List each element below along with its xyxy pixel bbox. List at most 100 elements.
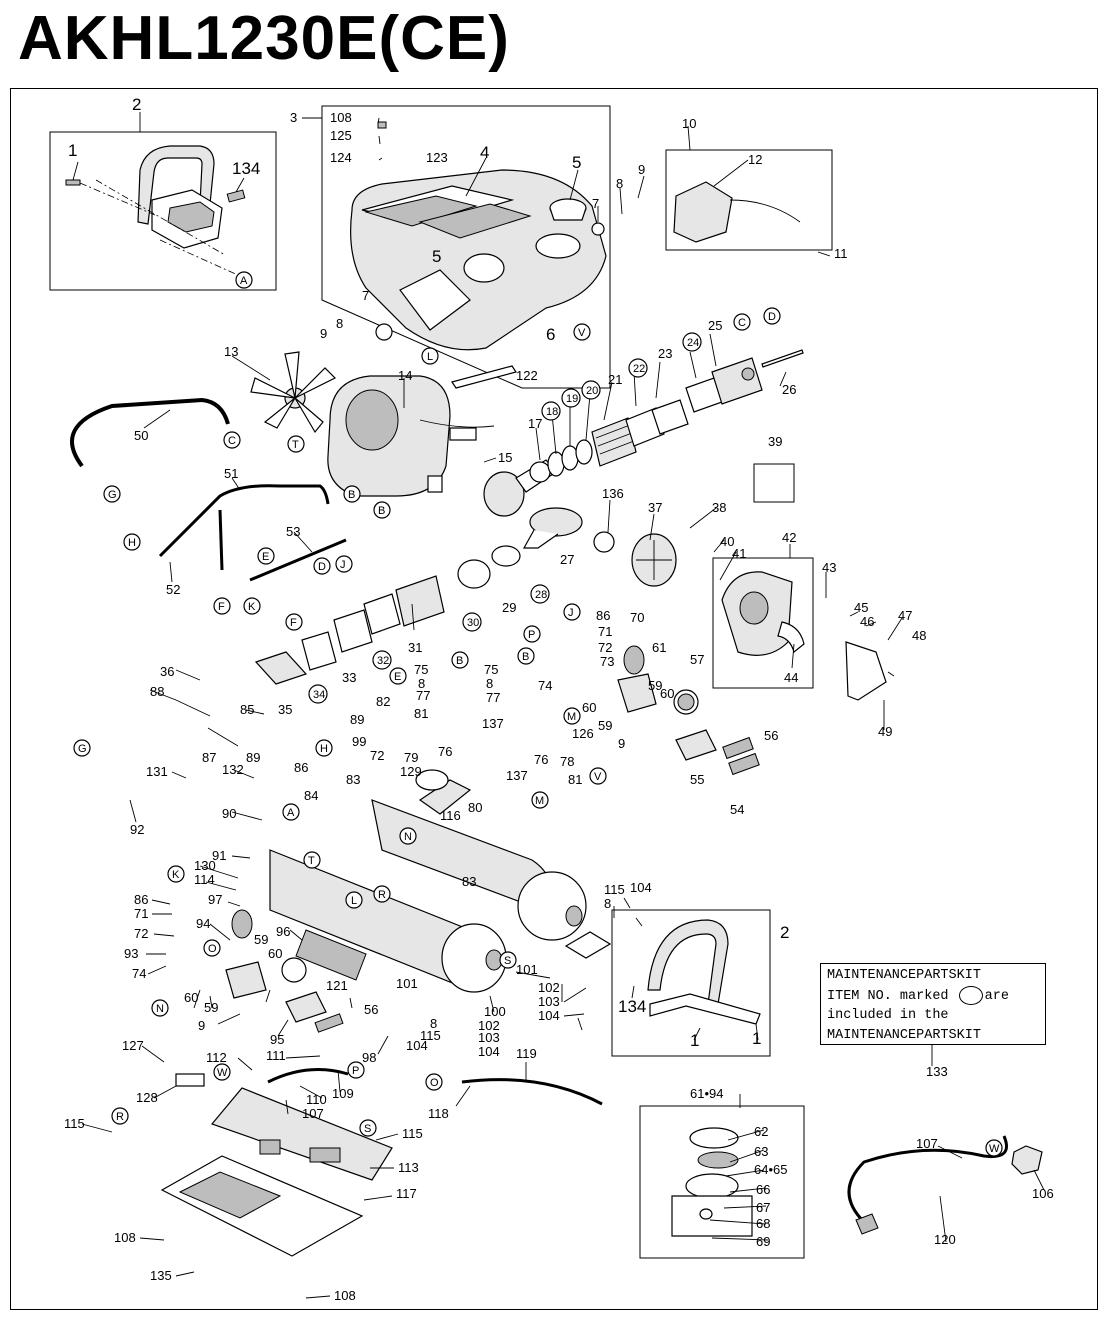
callout-74-c: 74 (538, 678, 552, 693)
svg-text:T: T (308, 855, 315, 867)
callout-93: 93 (124, 946, 138, 961)
svg-text:N: N (156, 1003, 164, 1015)
ref-C-2: C (733, 313, 751, 331)
ref-L-1: L (421, 347, 439, 365)
callout-68: 68 (756, 1216, 770, 1231)
callout-1-bottom-a: 1 (690, 1031, 699, 1050)
callout-15: 15 (498, 450, 512, 465)
callout-62: 62 (754, 1124, 768, 1139)
callout-74-b: 74 (132, 966, 146, 981)
callout-104-d: 104 (630, 880, 652, 895)
svg-text:A: A (240, 275, 248, 287)
callout-29: 29 (502, 600, 516, 615)
svg-text:P: P (528, 629, 535, 641)
callout-5-mid: 5 (432, 247, 441, 266)
ref-B-4: B (517, 647, 535, 665)
callout-130: 130 (194, 858, 216, 873)
callout-97: 97 (208, 892, 222, 907)
callout-104-b: 104 (478, 1044, 500, 1059)
svg-text:D: D (768, 311, 776, 323)
cylinder-head-25 (711, 357, 763, 405)
callout-116: 116 (440, 808, 461, 823)
ref-A-1: A (235, 271, 253, 289)
callout-98: 98 (362, 1050, 376, 1065)
callout-91: 91 (212, 848, 226, 863)
callout-47: 47 (898, 608, 912, 623)
ref-T-2: T (303, 851, 321, 869)
callout-70: 70 (630, 610, 644, 625)
ref-N-1: N (399, 827, 417, 845)
ring-28 (491, 545, 521, 567)
callout-90: 90 (222, 806, 236, 821)
callout-33: 33 (342, 670, 356, 685)
callout-49: 49 (878, 724, 892, 739)
ref-V-2: V (589, 767, 607, 785)
ref-P-2: P (347, 1061, 365, 1079)
callout-101-b: 101 (516, 962, 538, 977)
kit-line-4: MAINTENANCEPARTSKIT (827, 1027, 981, 1043)
hose-109 (267, 1068, 349, 1084)
gauge-96 (281, 957, 307, 983)
callout-59-c: 59 (204, 1000, 218, 1015)
callout-27: 27 (560, 552, 574, 567)
callout-107-a: 107 (302, 1106, 324, 1121)
ref-F-2: F (285, 613, 303, 631)
callout-14: 14 (398, 368, 412, 383)
ref-O-2: O (425, 1073, 443, 1091)
plate-29 (457, 559, 491, 589)
cover-assembly-box (321, 105, 611, 389)
callout-31: 31 (408, 640, 422, 655)
cord-clip-part (427, 475, 443, 493)
svg-text:S: S (364, 1123, 371, 1135)
svg-text:W: W (217, 1067, 228, 1079)
callout-72-a: 72 (370, 748, 384, 763)
svg-text:J: J (568, 607, 574, 619)
callout-134-top: 134 (232, 159, 260, 178)
ref-M-1: M (563, 707, 581, 725)
callout-86-b: 86 (134, 892, 148, 907)
callout-75-a: 75 (414, 662, 428, 677)
callout-37: 37 (648, 500, 662, 515)
cap-part (375, 323, 393, 341)
callout-54: 54 (730, 802, 744, 817)
callout-87: 87 (202, 750, 216, 765)
callout-9-mid: 9 (320, 326, 327, 341)
kit-line-1: MAINTENANCEPARTSKIT (827, 968, 981, 983)
callout-26: 26 (782, 382, 796, 397)
callout-59-a: 59 (598, 718, 612, 733)
bolt-26 (761, 349, 804, 368)
label-part (226, 189, 246, 203)
callout-69: 69 (756, 1234, 770, 1249)
socket-106 (1011, 1145, 1043, 1175)
callout-2-top: 2 (132, 95, 141, 114)
callout-109: 109 (332, 1086, 354, 1101)
switch-detail-box (665, 149, 833, 251)
kit-marked-callouts: 18 19 20 22 24 28 30 32 34 (308, 332, 702, 704)
tray-117 (160, 1155, 364, 1257)
callout-115-c: 115 (64, 1116, 85, 1131)
callout-108-b: 108 (114, 1230, 136, 1245)
callout-75-b: 75 (484, 662, 498, 677)
callout-102-b: 102 (538, 980, 560, 995)
callout-53: 53 (286, 524, 300, 539)
callout-102-a: 102 (478, 1018, 500, 1033)
callout-7-top: 7 (592, 196, 599, 211)
svg-text:19: 19 (566, 393, 578, 405)
ref-V-1: V (573, 323, 591, 341)
ref-B-1: B (343, 485, 361, 503)
callout-56-b: 56 (364, 1002, 378, 1017)
svg-text:B: B (378, 505, 385, 517)
callout-66: 66 (756, 1182, 770, 1197)
washer-part (591, 222, 605, 236)
coupler-54 (722, 736, 760, 776)
callout-86-c: 86 (596, 608, 610, 623)
callout-134-bottom: 134 (618, 997, 646, 1016)
callout-63: 63 (754, 1144, 768, 1159)
power-cord-120 (847, 1135, 1008, 1235)
callout-81-a: 81 (414, 706, 428, 721)
callout-11: 11 (834, 246, 848, 261)
svg-text:F: F (218, 601, 225, 613)
part-39-box (753, 463, 795, 503)
callout-77-b: 77 (486, 690, 500, 705)
callout-40: 40 (720, 534, 734, 549)
